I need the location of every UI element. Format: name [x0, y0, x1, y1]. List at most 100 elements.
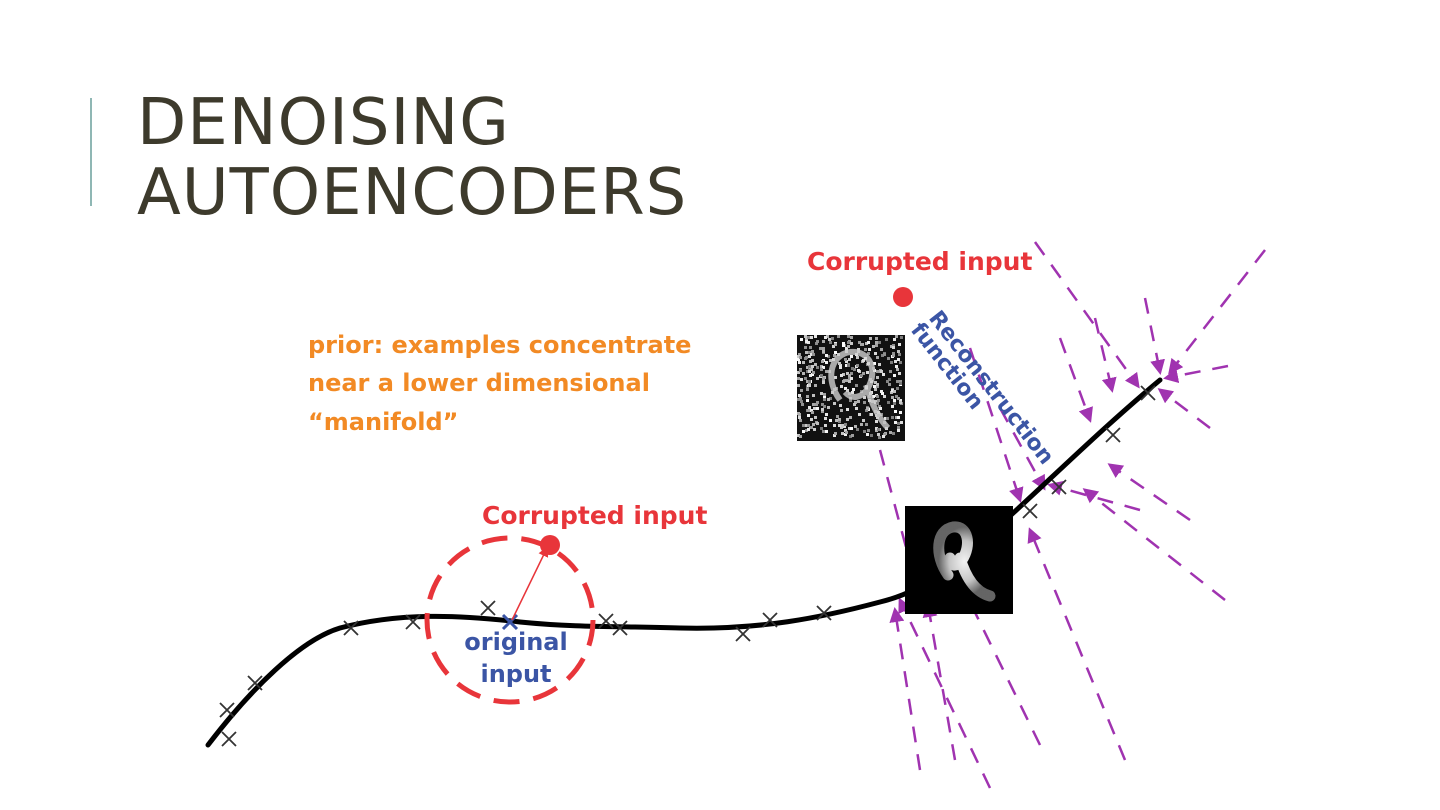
- noise-pixel: [875, 427, 878, 430]
- noise-pixel: [846, 372, 849, 375]
- noise-pixel: [810, 409, 813, 412]
- title-accent-bar: [90, 98, 92, 206]
- noise-pixel: [804, 377, 807, 380]
- noise-pixel: [855, 384, 858, 387]
- noise-pixel: [899, 399, 902, 402]
- noise-pixel: [799, 397, 802, 400]
- noise-pixel: [829, 397, 832, 400]
- prior-line-3: “manifold”: [308, 408, 458, 436]
- noise-pixel: [897, 426, 900, 429]
- noise-pixel: [896, 368, 899, 371]
- noise-pixel: [878, 436, 881, 439]
- noise-pixel: [810, 336, 813, 339]
- noise-pixel: [848, 380, 851, 383]
- noise-pixel: [866, 433, 869, 436]
- noise-pixel: [875, 420, 878, 423]
- noise-pixel: [833, 424, 836, 427]
- noise-pixel: [846, 408, 849, 411]
- noise-pixel: [811, 359, 814, 362]
- noise-pixel: [834, 343, 837, 346]
- noise-pixel: [808, 380, 811, 383]
- noise-pixel: [798, 394, 801, 397]
- noise-pixel: [822, 366, 825, 369]
- noise-pixel: [811, 350, 814, 353]
- noise-pixel: [812, 394, 815, 397]
- noise-pixel: [898, 353, 901, 356]
- noise-pixel: [872, 395, 875, 398]
- noise-pixel: [887, 401, 890, 404]
- noise-pixel: [814, 416, 817, 419]
- arrow-6: [1093, 317, 1117, 393]
- noise-pixel: [810, 418, 813, 421]
- noise-pixel: [899, 380, 902, 383]
- noise-pixel: [883, 433, 886, 436]
- noise-pixel: [816, 340, 819, 343]
- noise-pixel: [844, 423, 847, 426]
- noise-pixel: [805, 351, 808, 354]
- noise-pixel: [800, 400, 803, 403]
- noise-pixel: [820, 368, 823, 371]
- noise-pixel: [851, 367, 854, 370]
- reconstruction-label: Reconstruction function: [905, 306, 1058, 469]
- noise-pixel: [816, 377, 819, 380]
- noise-pixel: [797, 398, 800, 401]
- noise-pixel: [797, 384, 800, 387]
- noise-pixel: [876, 395, 879, 398]
- noise-pixel: [862, 359, 865, 362]
- arrow-7: [1058, 337, 1093, 423]
- noise-pixel: [852, 388, 855, 391]
- noise-pixel: [816, 407, 819, 410]
- noise-pixel: [875, 344, 878, 347]
- noise-pixel: [881, 392, 884, 395]
- corruption-arrow: [511, 546, 549, 621]
- noise-pixel: [800, 338, 803, 341]
- noise-pixel: [850, 355, 853, 358]
- noise-pixel: [798, 353, 801, 356]
- noise-pixel: [815, 342, 818, 345]
- original-input-line-1: original: [464, 628, 567, 656]
- noise-pixel: [851, 434, 854, 437]
- noise-pixel: [805, 424, 808, 427]
- noise-pixel: [868, 348, 871, 351]
- noise-pixel: [822, 381, 825, 384]
- noise-pixel: [799, 356, 802, 359]
- noise-pixel: [841, 432, 844, 435]
- noise-pixel: [808, 351, 811, 354]
- noise-pixel: [822, 350, 825, 353]
- noise-pixel: [822, 430, 825, 433]
- corrupted-input-label-mid: Corrupted input: [482, 501, 707, 530]
- noise-pixel: [811, 365, 814, 368]
- noise-pixel: [834, 351, 837, 354]
- noise-pixel: [804, 357, 807, 360]
- noise-pixel: [880, 390, 883, 393]
- noise-pixel: [814, 335, 817, 338]
- noise-pixel: [831, 337, 834, 340]
- noise-pixel: [895, 395, 898, 398]
- arrow-14: [922, 602, 957, 761]
- example-x: [816, 605, 832, 621]
- noise-pixel: [876, 383, 879, 386]
- noise-pixel: [863, 401, 866, 404]
- noise-pixel: [874, 381, 877, 384]
- noise-pixel: [876, 402, 879, 405]
- noise-pixel: [856, 356, 859, 359]
- noise-pixel: [851, 391, 854, 394]
- noise-pixel: [870, 434, 873, 437]
- arrow-4: [1143, 297, 1165, 375]
- noise-pixel: [847, 341, 850, 344]
- noise-pixel: [806, 366, 809, 369]
- noise-pixel: [838, 420, 841, 423]
- reconstruction-line-1: Reconstruction: [923, 306, 1058, 469]
- noise-pixel: [840, 426, 843, 429]
- noise-pixel: [825, 430, 828, 433]
- original-input-line-2: input: [480, 660, 551, 688]
- noise-pixel: [893, 402, 896, 405]
- noise-pixel: [848, 377, 851, 380]
- noise-pixel: [892, 346, 895, 349]
- noise-pixel: [799, 419, 802, 422]
- noise-pixel: [812, 353, 815, 356]
- corrupted-input-label-top: Corrupted input: [807, 247, 1032, 276]
- noise-pixel: [864, 348, 867, 351]
- noise-pixel: [816, 422, 819, 425]
- noise-pixel: [862, 419, 865, 422]
